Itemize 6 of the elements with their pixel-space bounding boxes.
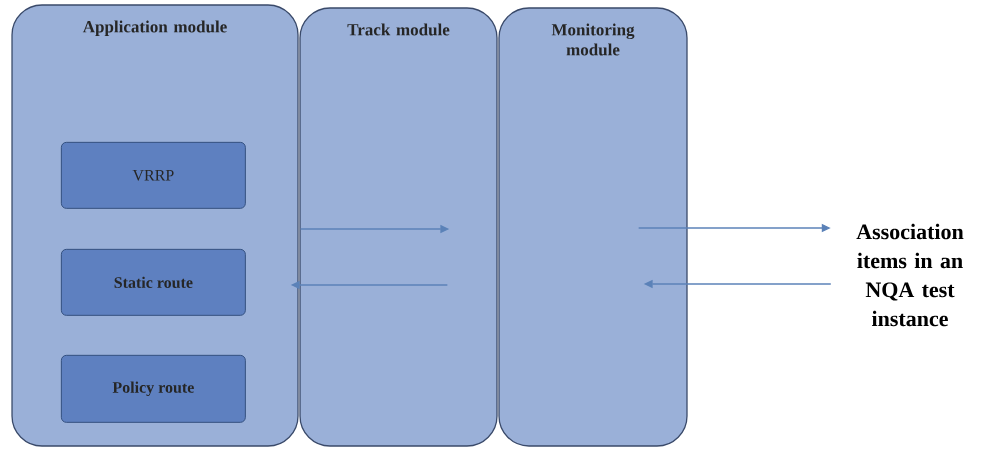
process-box: Policy route: [60, 354, 246, 423]
module-panel: Track module: [299, 7, 498, 447]
endpoint-label: Association items in an NQA test instance: [856, 223, 964, 327]
process-box: VRRP: [60, 141, 246, 209]
process-box: Static route: [60, 248, 246, 316]
module-panel: Monitoring module: [498, 7, 688, 447]
